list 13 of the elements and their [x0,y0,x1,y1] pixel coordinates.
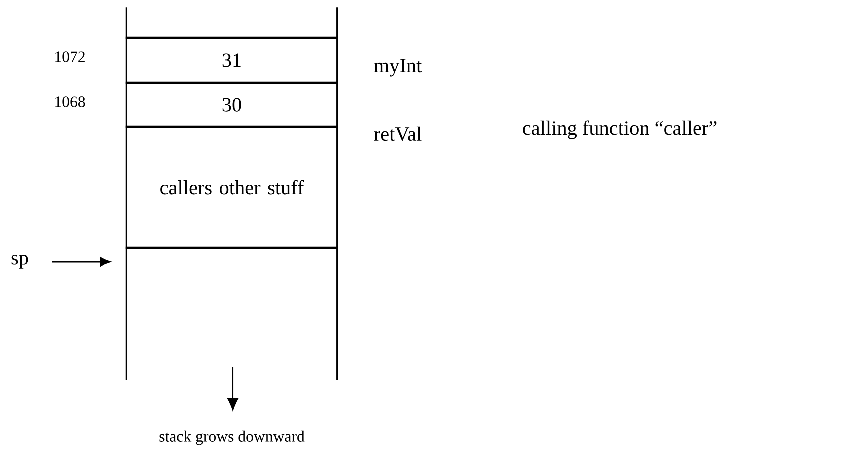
empty-stack-cell [126,246,338,380]
pointer-label: sp [12,255,28,269]
label: 1068 [56,96,86,108]
label: myInt [374,59,422,77]
stack-cell: 31 [126,36,338,84]
stack-cell: 30 [126,82,338,128]
label: calling function “caller” [523,120,717,140]
label: 1072 [56,52,85,62]
empty-stack-cell [126,8,338,40]
label: retVal [374,126,422,142]
label: stack grows downward [160,430,305,446]
stack-cell: callers other stuff [126,126,338,250]
arrow [52,257,111,267]
